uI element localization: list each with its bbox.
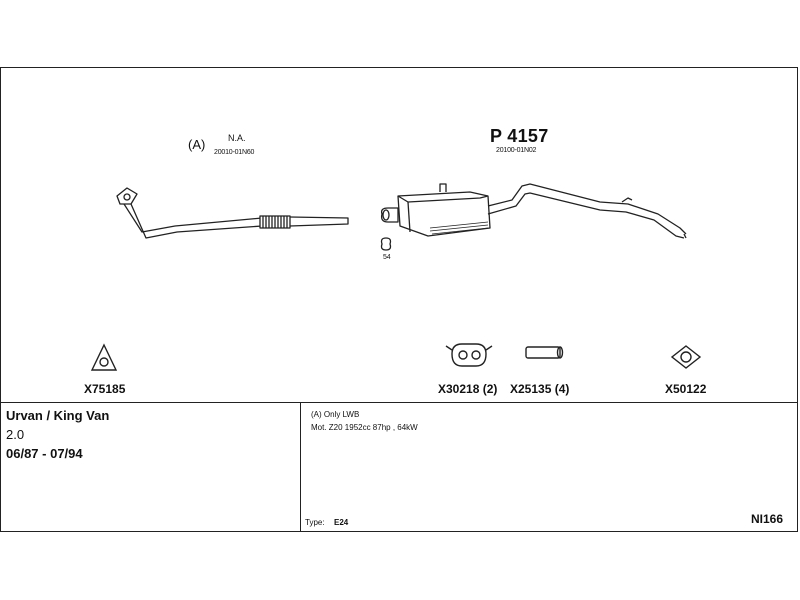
front-section-marker: (A) (188, 137, 206, 152)
diagram-frame (0, 67, 798, 532)
rear-silencer (380, 183, 687, 251)
table-divider-horizontal (0, 402, 798, 403)
front-section-label: N.A. (228, 133, 246, 143)
front-section-part-ref: 20010-01N60 (214, 149, 255, 156)
note-line-1: (A) Only LWB (311, 410, 360, 419)
vehicle-engine: 2.0 (6, 427, 25, 442)
triangle-gasket-icon (90, 343, 118, 371)
note-line-2: Mot. Z20 1952cc 87hp , 64kW (311, 423, 418, 432)
fitting-code-x50122[interactable]: X50122 (665, 382, 707, 396)
hanger-note: 54 (383, 254, 391, 261)
fitting-code-x75185[interactable]: X75185 (84, 382, 126, 396)
rubber-hanger-icon (445, 343, 493, 367)
rear-section-part-ref: 20100-01N02 (496, 147, 537, 154)
rear-section-part-number[interactable]: P 4157 (490, 126, 549, 146)
fitting-code-x25135[interactable]: X25135 (4) (510, 382, 570, 396)
front-pipe (116, 187, 349, 239)
catalog-code: NI166 (751, 512, 784, 526)
vehicle-model: Urvan / King Van (6, 408, 110, 423)
fitting-code-x30218[interactable]: X30218 (2) (438, 382, 498, 396)
flange-gasket-icon (670, 345, 702, 369)
vehicle-years: 06/87 - 07/94 (6, 446, 83, 461)
table-divider-vertical (300, 402, 301, 532)
type-label: Type: (305, 518, 325, 527)
type-value: E24 (334, 518, 349, 527)
pipe-clamp-icon (525, 346, 564, 359)
